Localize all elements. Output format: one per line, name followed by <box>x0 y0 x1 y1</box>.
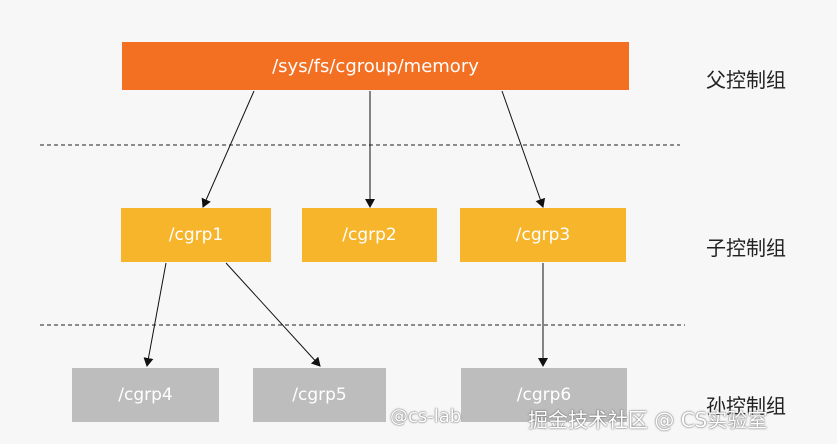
grandchild-node-cgrp5: /cgrp5 <box>253 368 386 422</box>
child-label: /cgrp3 <box>515 225 571 245</box>
root-cgroup-node: /sys/fs/cgroup/memory <box>122 42 629 90</box>
arrow-cgrp1-to-cgrp4 <box>143 262 167 367</box>
grandchild-node-cgrp6: /cgrp6 <box>461 368 627 422</box>
arrow-root-to-cgrp3 <box>501 90 546 208</box>
grandchild-label: /cgrp6 <box>516 385 572 405</box>
grandchild-label: /cgrp5 <box>292 385 347 405</box>
level-label-child: 子控制组 <box>706 236 786 260</box>
level-label-parent: 父控制组 <box>706 68 786 92</box>
child-node-cgrp2: /cgrp2 <box>302 208 437 262</box>
child-node-cgrp1: /cgrp1 <box>121 208 271 262</box>
child-node-cgrp3: /cgrp3 <box>460 208 626 262</box>
root-cgroup-label: /sys/fs/cgroup/memory <box>272 55 479 77</box>
grandchild-node-cgrp4: /cgrp4 <box>72 368 219 422</box>
arrow-cgrp1-to-cgrp5 <box>225 262 321 367</box>
grandchild-label: /cgrp4 <box>118 385 173 405</box>
watermark-site: 掘金技术社区 @ CS实验室 <box>528 408 768 432</box>
arrow-root-to-cgrp1 <box>201 90 255 208</box>
level-label-grandchild: 孙控制组 <box>706 394 786 418</box>
child-label: /cgrp1 <box>168 225 224 245</box>
child-label: /cgrp2 <box>342 225 397 245</box>
watermark-handle: @cs-lab <box>390 406 462 427</box>
